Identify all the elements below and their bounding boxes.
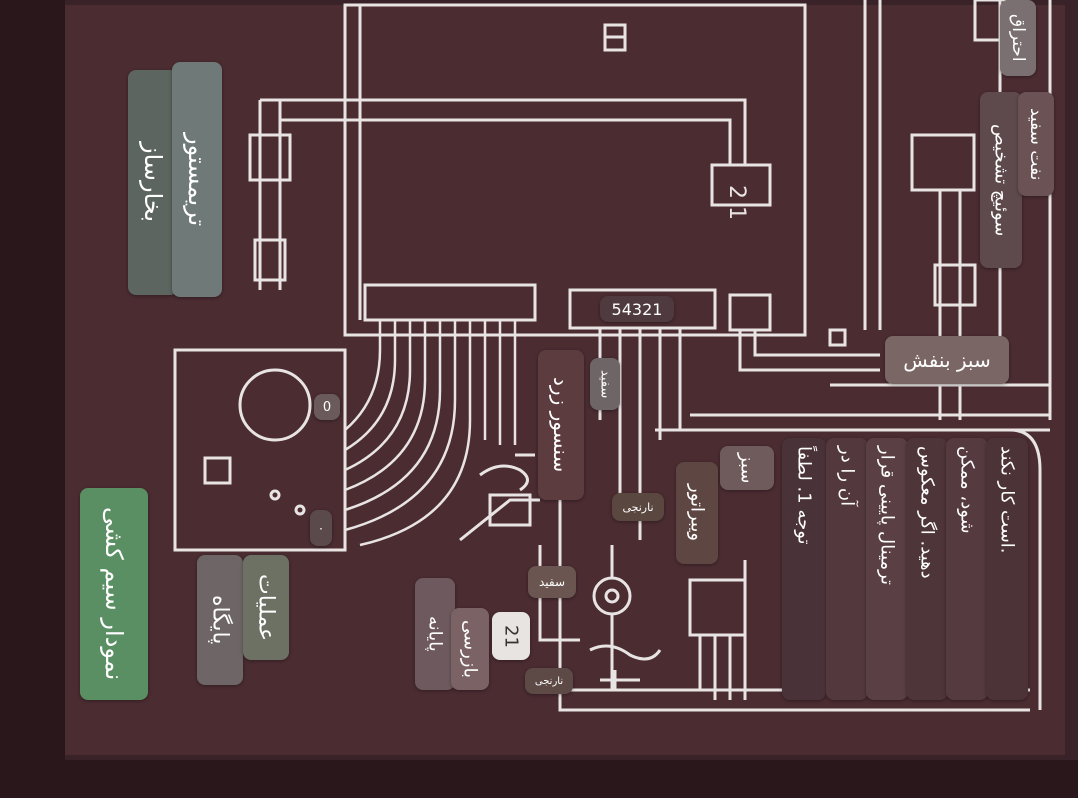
note-line-6: است کار نکند. bbox=[986, 438, 1028, 700]
label-inspection: بازرسی bbox=[451, 608, 489, 690]
label-yellow-sensor: سنسور زرد bbox=[538, 350, 584, 500]
note-line-1: توجه 1. لطفاً bbox=[782, 438, 826, 700]
label-operations: عملیات bbox=[243, 555, 289, 660]
label-white-top: سفید bbox=[590, 358, 620, 410]
label-terminal-21: 21 bbox=[492, 612, 530, 660]
label-white-bottom: سفید bbox=[528, 566, 576, 598]
label-steamer: بخارساز bbox=[128, 70, 178, 295]
label-terminal: پایانه bbox=[415, 578, 455, 690]
label-vibrator: ویبراتور bbox=[676, 462, 718, 564]
note-line-4: دهید. اگر معکوس bbox=[906, 438, 948, 700]
note-line-5: شود، ممکن bbox=[946, 438, 988, 700]
label-zero-top: 0 bbox=[314, 394, 340, 420]
label-transistor: تریمستور bbox=[172, 62, 222, 297]
label-white-oil: نفت سفید bbox=[1018, 92, 1054, 196]
connector-numbers-2-1: 2 1 bbox=[724, 185, 749, 220]
note-line-2: آن را در bbox=[826, 438, 868, 700]
label-connector-54321: 54321 bbox=[600, 296, 674, 322]
label-zero-bottom: ۰ bbox=[310, 510, 332, 546]
label-ignition: احتراق bbox=[1000, 0, 1036, 76]
handwritten-marks bbox=[479, 453, 662, 690]
note-line-3: ترمینال پایینی قرار bbox=[866, 438, 908, 700]
label-orange-top: نارنجی bbox=[612, 493, 664, 521]
label-green: سبز bbox=[720, 446, 774, 490]
wire-lines bbox=[173, 0, 1052, 712]
label-green-purple: سبز بنفش bbox=[885, 336, 1009, 384]
label-diagnostic-switch: سوئیچ تشخیص bbox=[980, 92, 1022, 268]
label-base: پایگاه bbox=[197, 555, 243, 685]
diagram-title: نمودار سیم کشی bbox=[80, 488, 148, 700]
label-orange-bottom: نارنجی bbox=[525, 668, 573, 694]
